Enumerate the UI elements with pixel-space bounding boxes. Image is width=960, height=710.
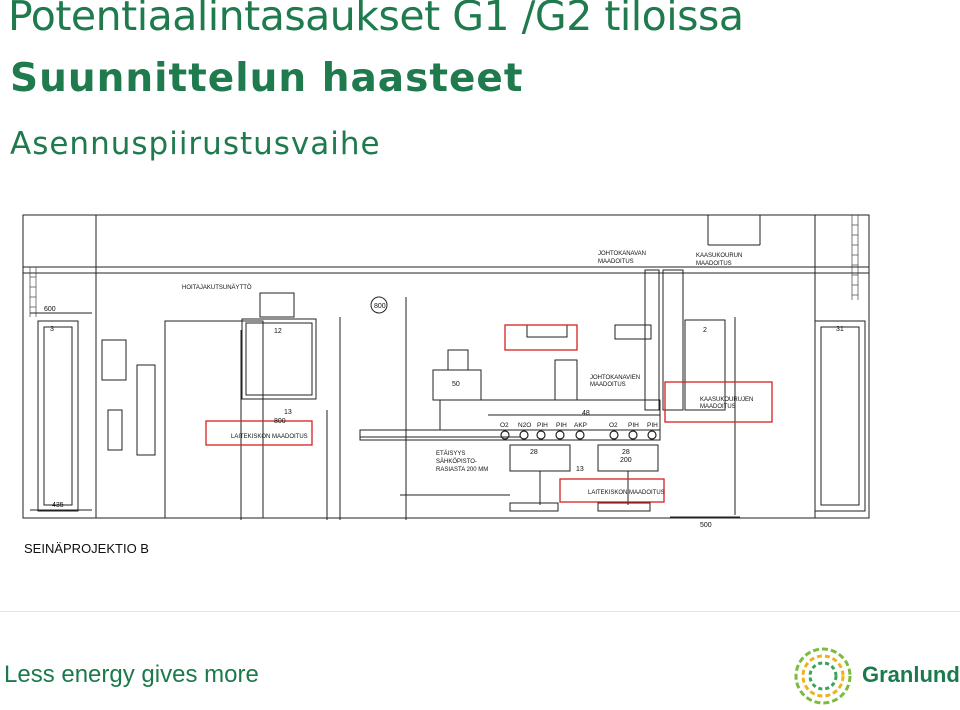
slide-subtitle: Suunnittelun haasteet: [10, 56, 524, 101]
highlight-boxes: [205, 324, 773, 503]
tag-2: 2: [703, 327, 707, 334]
brand-name: Granlund: [862, 662, 960, 687]
tag-48: 48: [582, 410, 590, 417]
slide-section-heading: Asennuspiirustusvaihe: [10, 126, 381, 162]
highlight-kaasukouru: [664, 381, 773, 423]
highlight-johtokanava: [504, 324, 578, 351]
gas-outlet-pih1: PIH: [537, 422, 548, 429]
label-maadoitus-top: MAADOITUS: [598, 259, 634, 265]
tag-200: 200: [620, 457, 632, 464]
gas-outlet-o2: O2: [500, 422, 509, 429]
granlund-logo-icon: [794, 647, 852, 705]
label-laitekisko-right: LAITEKISKON MAADOITUS: [588, 490, 665, 496]
tag-28a: 28: [530, 449, 538, 456]
label-maadoitus-right: MAADOITUS: [700, 404, 736, 410]
label-laitekisko-left: LAITEKISKON MAADOITUS: [231, 434, 308, 440]
dim-500: 500: [700, 522, 712, 529]
gas-outlet-pih4: PIH: [647, 422, 658, 429]
label-kaasukourun: KAASUKOURUN: [696, 253, 742, 259]
gas-outlet-o2b: O2: [609, 422, 618, 429]
dim-600: 600: [44, 306, 56, 313]
footer-slogan: Less energy gives more: [4, 661, 259, 688]
gas-outlet-n2o: N2O: [518, 422, 531, 429]
dim-435: 435: [52, 502, 64, 509]
label-sahkopisto: SÄHKÖPISTO-: [436, 458, 477, 465]
tag-13: 13: [284, 409, 292, 416]
gas-outlet-pih2: PIH: [556, 422, 567, 429]
tag-12: 12: [274, 328, 282, 335]
wall-projection-drawing: HOITAJAKUTSUNÄYTTÖ LAITEKISKON MAADOITUS…: [22, 214, 870, 529]
highlight-laitekisko-left: [205, 420, 313, 446]
tag-13b: 13: [576, 466, 584, 473]
drawing-caption: SEINÄPROJEKTIO B: [24, 541, 149, 556]
gas-outlet-akp: AKP: [574, 422, 587, 429]
label-johtokanavan: JOHTOKANAVAN: [598, 251, 646, 257]
footer-divider: [0, 611, 960, 612]
label-rasiasta: RASIASTA 200 MM: [436, 467, 488, 473]
drawing-frame: [22, 214, 870, 519]
tag-31: 800: [374, 303, 386, 310]
label-maadoitus-mid: MAADOITUS: [590, 382, 626, 388]
gas-outlet-pih3: PIH: [628, 422, 639, 429]
tag-50: 50: [452, 381, 460, 388]
label-etaisyys: ETÄISYYS: [436, 450, 465, 457]
tag-3-right: 31: [836, 326, 844, 333]
label-johtokanavien: JOHTOKANAVIEN: [590, 375, 640, 381]
tag-3-left: 3: [50, 326, 54, 333]
label-hoitajakutsu: HOITAJAKUTSUNÄYTTÖ: [182, 284, 252, 291]
label-maadoitus-top2: MAADOITUS: [696, 261, 732, 267]
highlight-laitekisko-right: [559, 478, 665, 503]
label-kaasukourujen: KAASUKOURUJEN: [700, 397, 753, 403]
tag-28b: 28: [622, 449, 630, 456]
slide-title: Potentiaalintasaukset G1 /G2 tiloissa: [8, 0, 744, 40]
tag-800: 800: [274, 418, 286, 425]
